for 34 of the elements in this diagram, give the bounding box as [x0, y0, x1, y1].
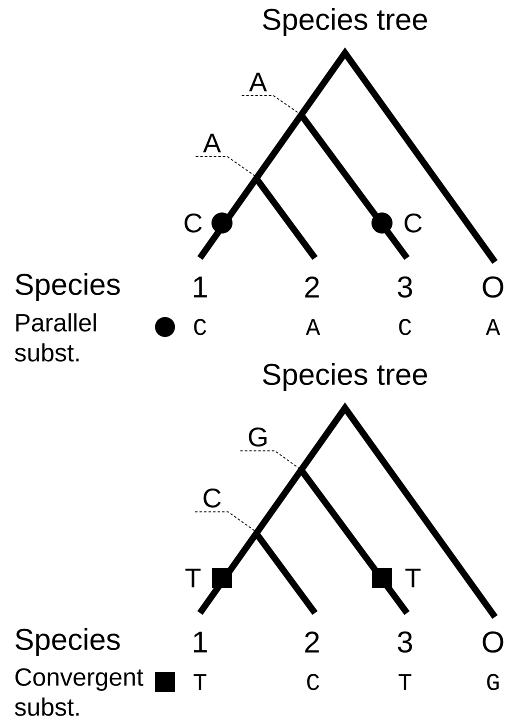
leader-line — [195, 156, 256, 176]
species-label: Species — [16, 628, 120, 656]
sequence-letter: G — [487, 674, 499, 690]
species-label: Species — [16, 273, 120, 301]
sequence-letter: T — [398, 674, 412, 690]
substitution-label: C — [204, 488, 221, 508]
tree-title: Species tree — [263, 8, 427, 36]
sequence-letter: C — [307, 674, 320, 690]
substitution-label: A — [203, 134, 221, 152]
row-label: Parallel subst. — [14, 313, 96, 362]
substitution-label: A — [249, 72, 267, 92]
sequence-letter: T — [194, 674, 206, 690]
sequence-letter: C — [194, 318, 206, 336]
substitution-label: G — [248, 427, 266, 447]
species-label: 3 — [398, 276, 412, 298]
species-label: 2 — [305, 276, 319, 298]
leader-line — [240, 450, 300, 470]
species-label: 3 — [398, 631, 412, 653]
sequence-letter: C — [399, 318, 412, 336]
species-label: 2 — [305, 632, 319, 652]
substitution-label: C — [184, 213, 202, 233]
species-label: O — [482, 276, 504, 298]
species-label: 1 — [194, 632, 207, 652]
leader-line — [241, 95, 300, 114]
sequence-letter: A — [486, 319, 500, 335]
tree-title: Species tree — [263, 363, 427, 391]
substitution-label: T — [405, 568, 421, 588]
substitution-label: T — [185, 568, 201, 588]
substitution-label: C — [404, 213, 422, 233]
sequence-letter: A — [306, 319, 320, 335]
species-label: O — [482, 631, 504, 653]
leader-line — [194, 511, 256, 532]
row-label: Convergent subst. — [14, 668, 144, 716]
species-label: 1 — [194, 276, 207, 298]
